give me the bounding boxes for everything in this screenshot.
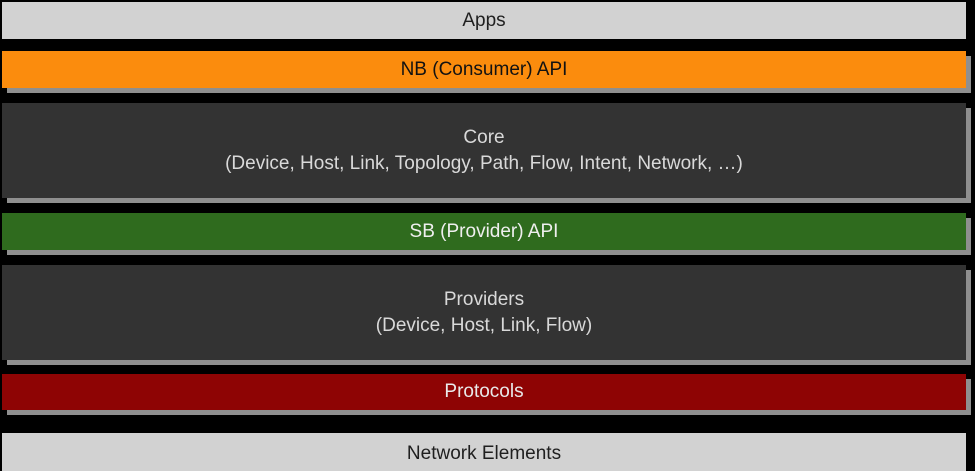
layer-providers-label: Providers (443, 288, 525, 310)
layer-sb-provider-api: SB (Provider) API (2, 213, 966, 250)
layer-core-label: Core (463, 126, 505, 148)
layer-sb-provider-api-label: SB (Provider) API (409, 220, 559, 242)
layer-apps-label: Apps (462, 9, 506, 31)
layer-network-elements-label: Network Elements (406, 442, 562, 464)
layer-protocols-label: Protocols (444, 381, 524, 402)
layer-protocols: Protocols (2, 374, 966, 410)
layer-providers-sublabel: (Device, Host, Link, Flow) (375, 314, 593, 336)
layer-network-elements: Network Elements (2, 433, 966, 471)
layer-providers: Providers (Device, Host, Link, Flow) (2, 265, 966, 360)
layer-core-sublabel: (Device, Host, Link, Topology, Path, Flo… (225, 152, 743, 174)
layer-core: Core (Device, Host, Link, Topology, Path… (2, 103, 966, 198)
layer-apps: Apps (2, 2, 966, 39)
layer-nb-consumer-api-label: NB (Consumer) API (400, 58, 568, 80)
layer-nb-consumer-api: NB (Consumer) API (2, 51, 966, 88)
